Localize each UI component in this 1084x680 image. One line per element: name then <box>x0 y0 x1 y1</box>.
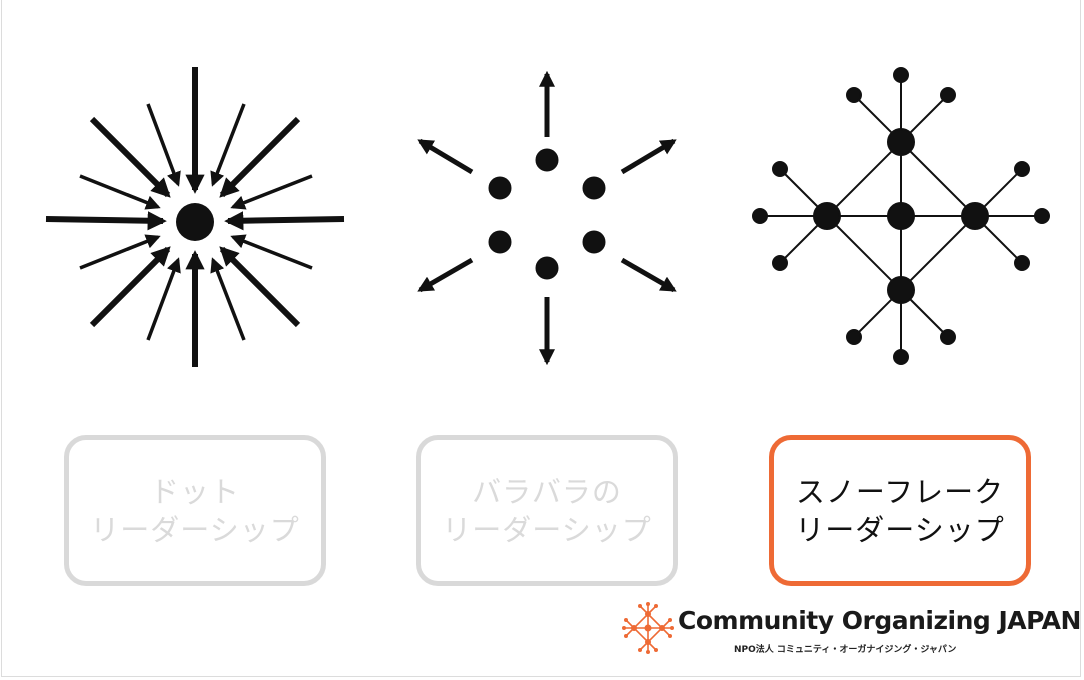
snowflake-label-line1: スノーフレーク <box>795 474 1005 509</box>
scatter-label-line1: バラバラの <box>472 474 622 509</box>
scatter-leadership-label: バラバラの リーダーシップ <box>416 435 678 586</box>
dot-leadership-icon <box>45 67 345 367</box>
snowflake-logo-icon <box>622 602 674 654</box>
dot-label-line2: リーダーシップ <box>90 512 300 547</box>
scatter-label-line2: リーダーシップ <box>442 512 652 547</box>
snowflake-leadership-label: スノーフレーク リーダーシップ <box>769 435 1031 586</box>
snowflake-leadership-icon <box>752 67 1050 365</box>
community-organizing-japan-logo: Community Organizing JAPAN NPO法人 コミュニティ・… <box>620 600 1081 660</box>
leadership-diagrams <box>45 67 1050 367</box>
logo-name: Community Organizing JAPAN <box>678 606 1081 635</box>
dot-label-line1: ドット <box>149 474 240 509</box>
dot-leadership-label: ドット リーダーシップ <box>64 435 326 586</box>
logo-subtitle: NPO法人 コミュニティ・オーガナイジング・ジャパン <box>734 645 957 655</box>
scatter-leadership-icon <box>417 70 677 366</box>
central-dot <box>176 203 214 241</box>
snowflake-label-line2: リーダーシップ <box>795 512 1005 547</box>
